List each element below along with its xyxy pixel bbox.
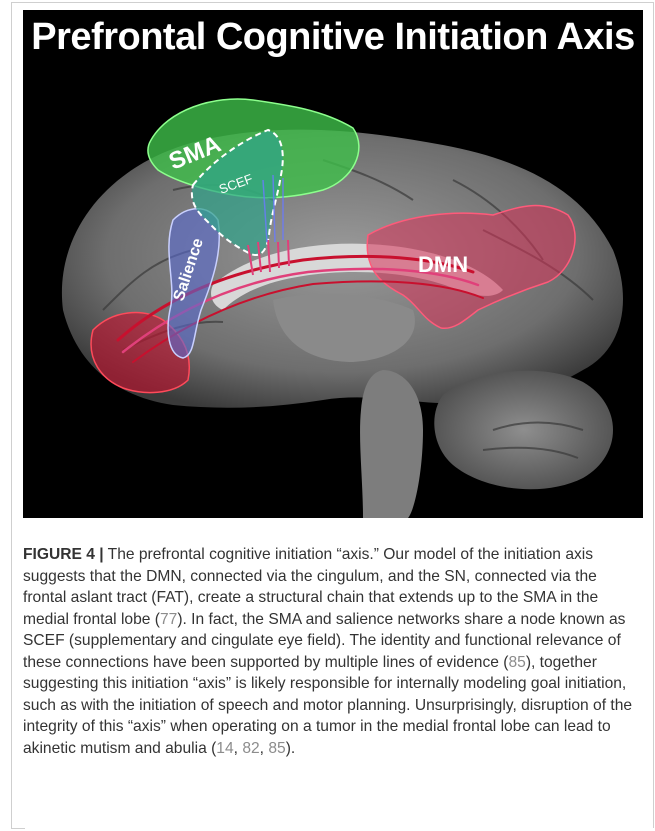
citation-ref[interactable]: 85 xyxy=(268,740,285,757)
dmn-label: DMN xyxy=(418,252,468,277)
citation-ref[interactable]: 14 xyxy=(216,740,233,757)
caption-separator: , xyxy=(234,740,243,757)
citation-ref[interactable]: 82 xyxy=(242,740,259,757)
figure-title: Prefrontal Cognitive Initiation Axis xyxy=(23,16,643,59)
figure-caption: FIGURE 4 | The prefrontal cognitive init… xyxy=(23,544,643,759)
caption-paragraph: FIGURE 4 | The prefrontal cognitive init… xyxy=(23,544,643,759)
cerebellum xyxy=(434,371,613,490)
citation-ref[interactable]: 85 xyxy=(508,654,525,671)
brainstem xyxy=(360,370,423,518)
caption-text-4: ). xyxy=(286,740,296,757)
citation-ref[interactable]: 77 xyxy=(160,611,177,628)
figure-label: FIGURE 4 | xyxy=(23,546,104,563)
brain-figure: SMA SCEF Salience DMN Prefrontal Cogniti… xyxy=(23,10,643,518)
frame-bottom-rule xyxy=(11,828,25,829)
brain-mri-image: SMA SCEF Salience DMN xyxy=(23,10,643,518)
